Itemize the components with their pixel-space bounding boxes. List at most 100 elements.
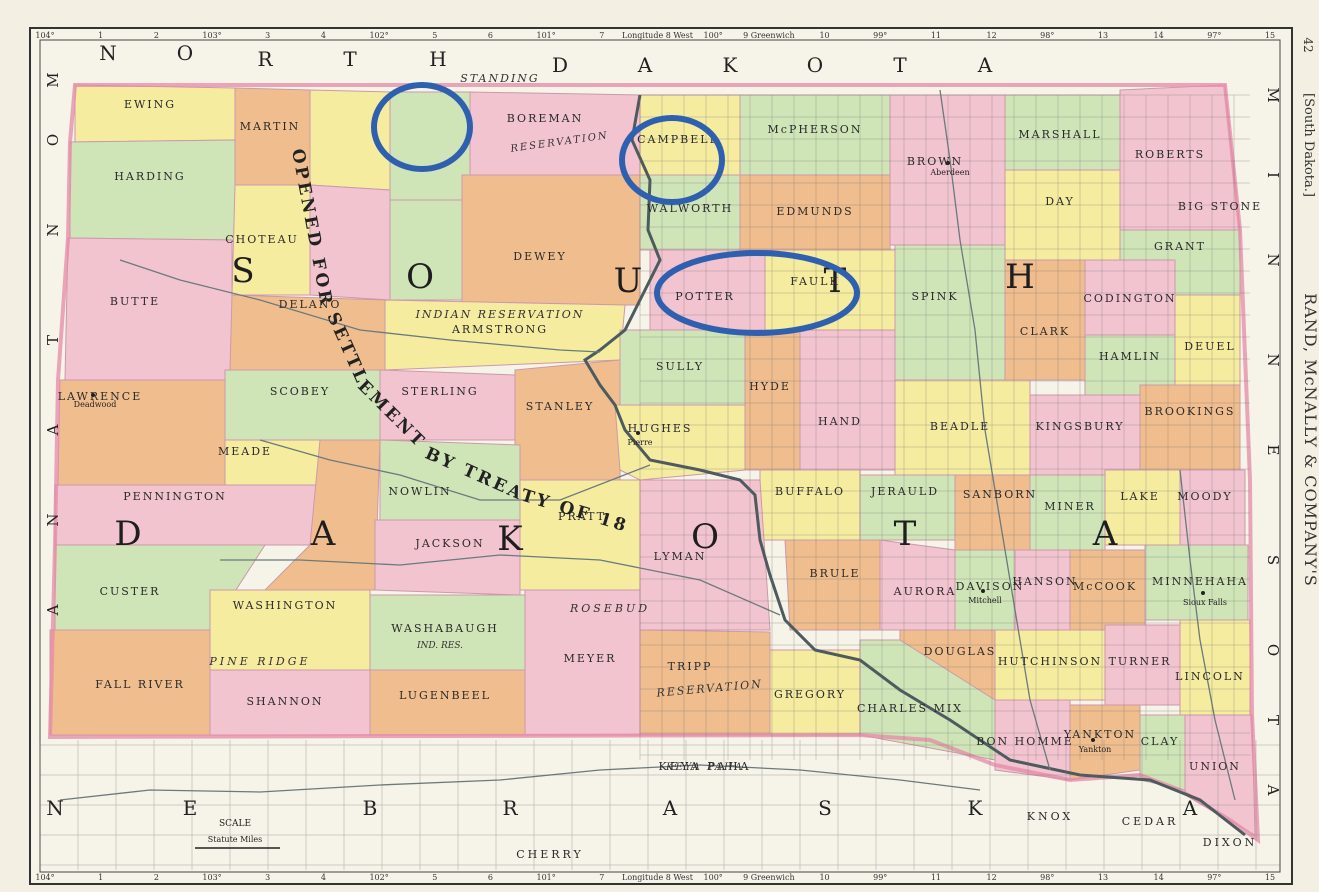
neighbor-letter: D	[552, 53, 568, 77]
county-buffalo	[759, 469, 861, 541]
town-dot	[946, 161, 950, 165]
county-label: SCOBEY	[270, 385, 330, 398]
scale-label: 4	[321, 873, 326, 882]
town-dot	[1091, 738, 1095, 742]
county-yankton	[1069, 704, 1141, 781]
township-grid	[39, 94, 1280, 870]
neighbor-letter: S	[818, 796, 832, 820]
missouri-river	[582, 94, 1246, 837]
county-label: DAVISON	[956, 580, 1025, 593]
state-letter: U	[614, 261, 643, 301]
neighbor-letter: A	[44, 424, 62, 436]
county-lugenbeel	[369, 669, 526, 736]
big-sioux-river	[1179, 469, 1236, 801]
county-label: CAMPBELL	[637, 133, 719, 146]
county-label: MOODY	[1177, 490, 1232, 503]
scale-title: SCALE	[219, 819, 251, 829]
town-dot	[91, 393, 95, 397]
scale-label: 14	[1154, 31, 1164, 40]
county-label: McCOOK	[1073, 580, 1137, 593]
county-label: CUSTER	[100, 585, 161, 598]
scale-label: 10	[819, 873, 829, 882]
county-label: HAMLIN	[1099, 350, 1161, 363]
county-label: PRATT	[558, 510, 606, 523]
scale-label: 9 Greenwich	[743, 873, 795, 882]
county-label: ROBERTS	[1135, 148, 1205, 161]
county-label: NOWLIN	[388, 485, 451, 498]
scale-label: 6	[488, 873, 493, 882]
neighbor-letter: K	[723, 53, 739, 77]
county-label: LYMAN	[654, 550, 707, 563]
county-label: WASHINGTON	[233, 599, 338, 612]
county-label: ARMSTRONG	[451, 323, 548, 336]
scale-label: 103°	[202, 31, 221, 40]
county-label: LINCOLN	[1175, 670, 1245, 683]
scale-label: 5	[432, 873, 437, 882]
county-label: BUFFALO	[775, 485, 845, 498]
county-label: TRIPP	[668, 660, 713, 673]
county-kingsbury	[1029, 394, 1141, 476]
highlight-circle-2	[619, 115, 725, 205]
neighbor-letter: S	[1264, 555, 1282, 565]
county-butte	[64, 237, 233, 381]
scale-label: 13	[1098, 873, 1108, 882]
county-label: BON HOMME	[976, 735, 1074, 748]
scale-label: 7	[599, 873, 604, 882]
county-label: DAY	[1045, 195, 1075, 208]
highlight-circle-1	[371, 82, 473, 172]
map-inner-frame	[39, 39, 1281, 873]
neighbor-letter: O	[807, 53, 823, 77]
neighbor-letter: T	[44, 335, 62, 345]
neighbor-letter: H	[429, 47, 446, 71]
scale-label: 13	[1098, 31, 1108, 40]
neighbor-letter: N	[99, 41, 117, 65]
county-label: AURORA	[893, 585, 957, 598]
scale-label: 1	[98, 31, 103, 40]
county-spink	[894, 244, 1006, 381]
town-label: Mitchell	[968, 596, 1002, 605]
county-label: HAND	[818, 415, 862, 428]
county-label: DEWEY	[513, 250, 566, 263]
county-label: HARDING	[114, 170, 185, 183]
county-label: STANLEY	[526, 400, 594, 413]
cheyenne-river	[119, 259, 601, 353]
county-label: FALL RIVER	[95, 678, 185, 691]
state-letter: D	[114, 514, 141, 554]
county-label: HANSON	[1012, 575, 1077, 588]
scale-label: 102°	[369, 873, 388, 882]
county-label: CHARLES MIX	[857, 702, 963, 715]
scale-label: 11	[931, 873, 941, 882]
scale-label: 9 Greenwich	[743, 31, 795, 40]
white-river	[220, 554, 781, 616]
county-label: MINNEHAHA	[1152, 575, 1248, 588]
neighbor-letter: N	[1264, 253, 1282, 266]
pine-ridge-label: PINE RIDGE	[208, 655, 310, 668]
scale-label: 101°	[536, 873, 555, 882]
county-boreman	[469, 91, 641, 176]
town-label: Deadwood	[74, 400, 117, 409]
county-label: WALWORTH	[647, 202, 733, 215]
scale-units: Statute Miles	[208, 835, 262, 844]
neighbor-letter: R	[257, 47, 273, 71]
county-label: MARSHALL	[1018, 128, 1101, 141]
county-hyde	[744, 329, 801, 471]
county-label: CLARK	[1020, 325, 1070, 338]
page-number: 42	[1301, 37, 1315, 52]
state-letter: T	[894, 514, 917, 554]
neighbor-letter: K	[968, 796, 984, 820]
county-label: SPINK	[911, 290, 958, 303]
county-lincoln	[1179, 619, 1251, 716]
county-label: POTTER	[675, 290, 735, 303]
neighbor-letter: A	[977, 53, 993, 77]
town-dot	[636, 431, 640, 435]
scale-label: 97°	[1207, 31, 1221, 40]
neighbor-letter: T	[343, 47, 357, 71]
county-label: BRULE	[810, 567, 861, 580]
neighbor-letter: E	[183, 796, 198, 820]
nebraska-county-label: CEDAR	[1122, 815, 1179, 828]
neighbor-letter: A	[662, 796, 678, 820]
